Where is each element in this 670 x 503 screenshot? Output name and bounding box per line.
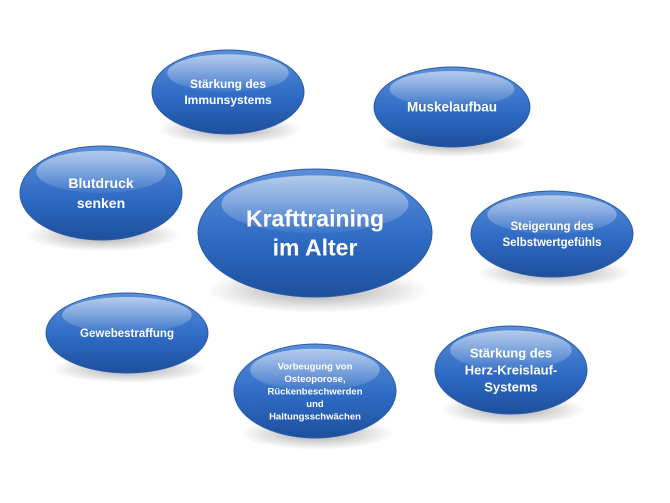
bubble-blutdruck-label-line: Blutdruck: [68, 175, 134, 191]
bubble-herz-kreislauf-label-line: Herz-Kreislauf-: [465, 363, 557, 378]
bubble-selbstwert-label-line: Steigerung des: [510, 221, 593, 233]
bubble-selbstwert-gloss: [487, 195, 617, 234]
bubble-gewebestraffung: Gewebestraffung: [45, 292, 209, 383]
bubble-osteoporose-label-line: Rückenbeschwerden: [267, 386, 362, 397]
bubble-osteoporose-label-line: Vorbeugung von: [278, 361, 353, 372]
bubble-gewebestraffung-label: Gewebestraffung: [80, 328, 174, 340]
bubble-muskelaufbau: Muskelaufbau: [373, 66, 531, 157]
bubble-immunsystem-label-line: Immunsystems: [184, 93, 272, 107]
bubble-osteoporose-label-line: und: [306, 399, 324, 410]
center-bubble: Krafttraining im Alter: [197, 168, 433, 313]
bubble-muskelaufbau-label: Muskelaufbau: [407, 100, 497, 115]
bubble-herz-kreislauf-gloss: [450, 330, 572, 371]
bubble-osteoporose-gloss: [250, 348, 380, 391]
center-bubble-gloss: [221, 175, 409, 233]
center-bubble-label-line: Krafttraining: [246, 206, 384, 232]
bubble-gewebestraffung-label-line: Gewebestraffung: [80, 328, 174, 340]
center-bubble-label: Krafttraining im Alter: [246, 206, 384, 261]
bubble-herz-kreislauf-label-line: Systems: [484, 380, 537, 395]
bubble-selbstwert-label-line: Selbstwertgefühls: [502, 237, 601, 249]
bubble-muskelaufbau-gloss: [389, 71, 515, 107]
bubble-osteoporose-label-line: Haltungsschwächen: [269, 411, 361, 422]
bubble-blutdruck: Blutdruck senken: [19, 145, 183, 252]
bubble-blutdruck-label: Blutdruck senken: [68, 175, 134, 211]
bubble-immunsystem-label-line: Stärkung des: [190, 77, 266, 91]
bubble-muskelaufbau-label-line: Muskelaufbau: [407, 100, 497, 115]
bubble-blutdruck-label-line: senken: [77, 195, 125, 211]
bubble-osteoporose-label-line: Osteoporose,: [284, 374, 345, 385]
bubble-gewebestraffung-gloss: [62, 297, 192, 333]
bubble-immunsystem-gloss: [167, 54, 289, 92]
center-bubble-label-line: im Alter: [273, 235, 358, 261]
bubble-herz-kreislauf-label-line: Stärkung des: [470, 346, 552, 361]
bubble-blutdruck-gloss: [36, 150, 166, 194]
